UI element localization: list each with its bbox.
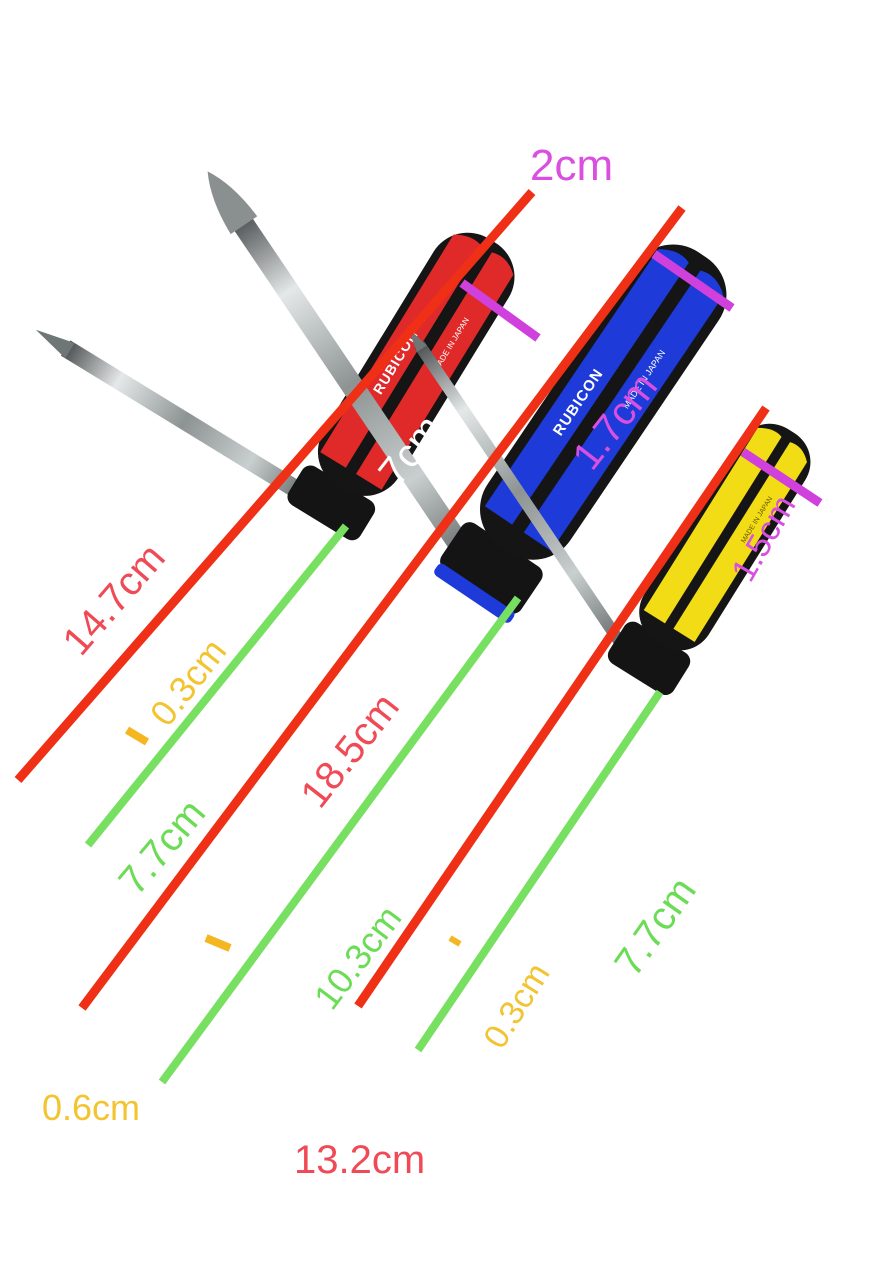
blue-screwdriver-tip (207, 171, 258, 235)
blue-screwdriver-collar (440, 522, 543, 614)
red-screwdriver-tip (35, 329, 75, 359)
yellow-screwdriver-collar (607, 621, 691, 696)
red-screwdriver-collar (287, 465, 376, 541)
yellow-screwdriver-shaft (414, 341, 645, 676)
blue-tip-width-mark (204, 934, 232, 952)
yellow-shaft-length-line (414, 689, 664, 1053)
blue-screwdriver-shaft (229, 210, 500, 597)
red-handle-width-mark (459, 279, 541, 342)
yellow-overall-length-line (354, 405, 770, 1009)
red-shaft-length-line (84, 523, 350, 848)
blue-screwdriver: RUBICON MADE IN JAPAN (207, 171, 727, 623)
handle-width-label-red: 2cm (530, 141, 614, 190)
handle-length-label-blue: 13.2cm (294, 1138, 426, 1182)
yellow-screwdriver: MADE IN JAPAN (407, 327, 811, 696)
red-tip-width-mark (124, 726, 150, 746)
blue-shaft-length-line (158, 595, 522, 1085)
yellow-tip-width-mark (448, 935, 462, 947)
yellow-handle-width-mark (740, 448, 823, 507)
red-screwdriver-shaft (60, 340, 335, 518)
tip-width-label-blue: 0.6cm (42, 1087, 141, 1128)
red-overall-length-line (14, 189, 536, 783)
blue-handle-width-mark (651, 250, 735, 312)
blue-overall-length-line (78, 205, 686, 1011)
